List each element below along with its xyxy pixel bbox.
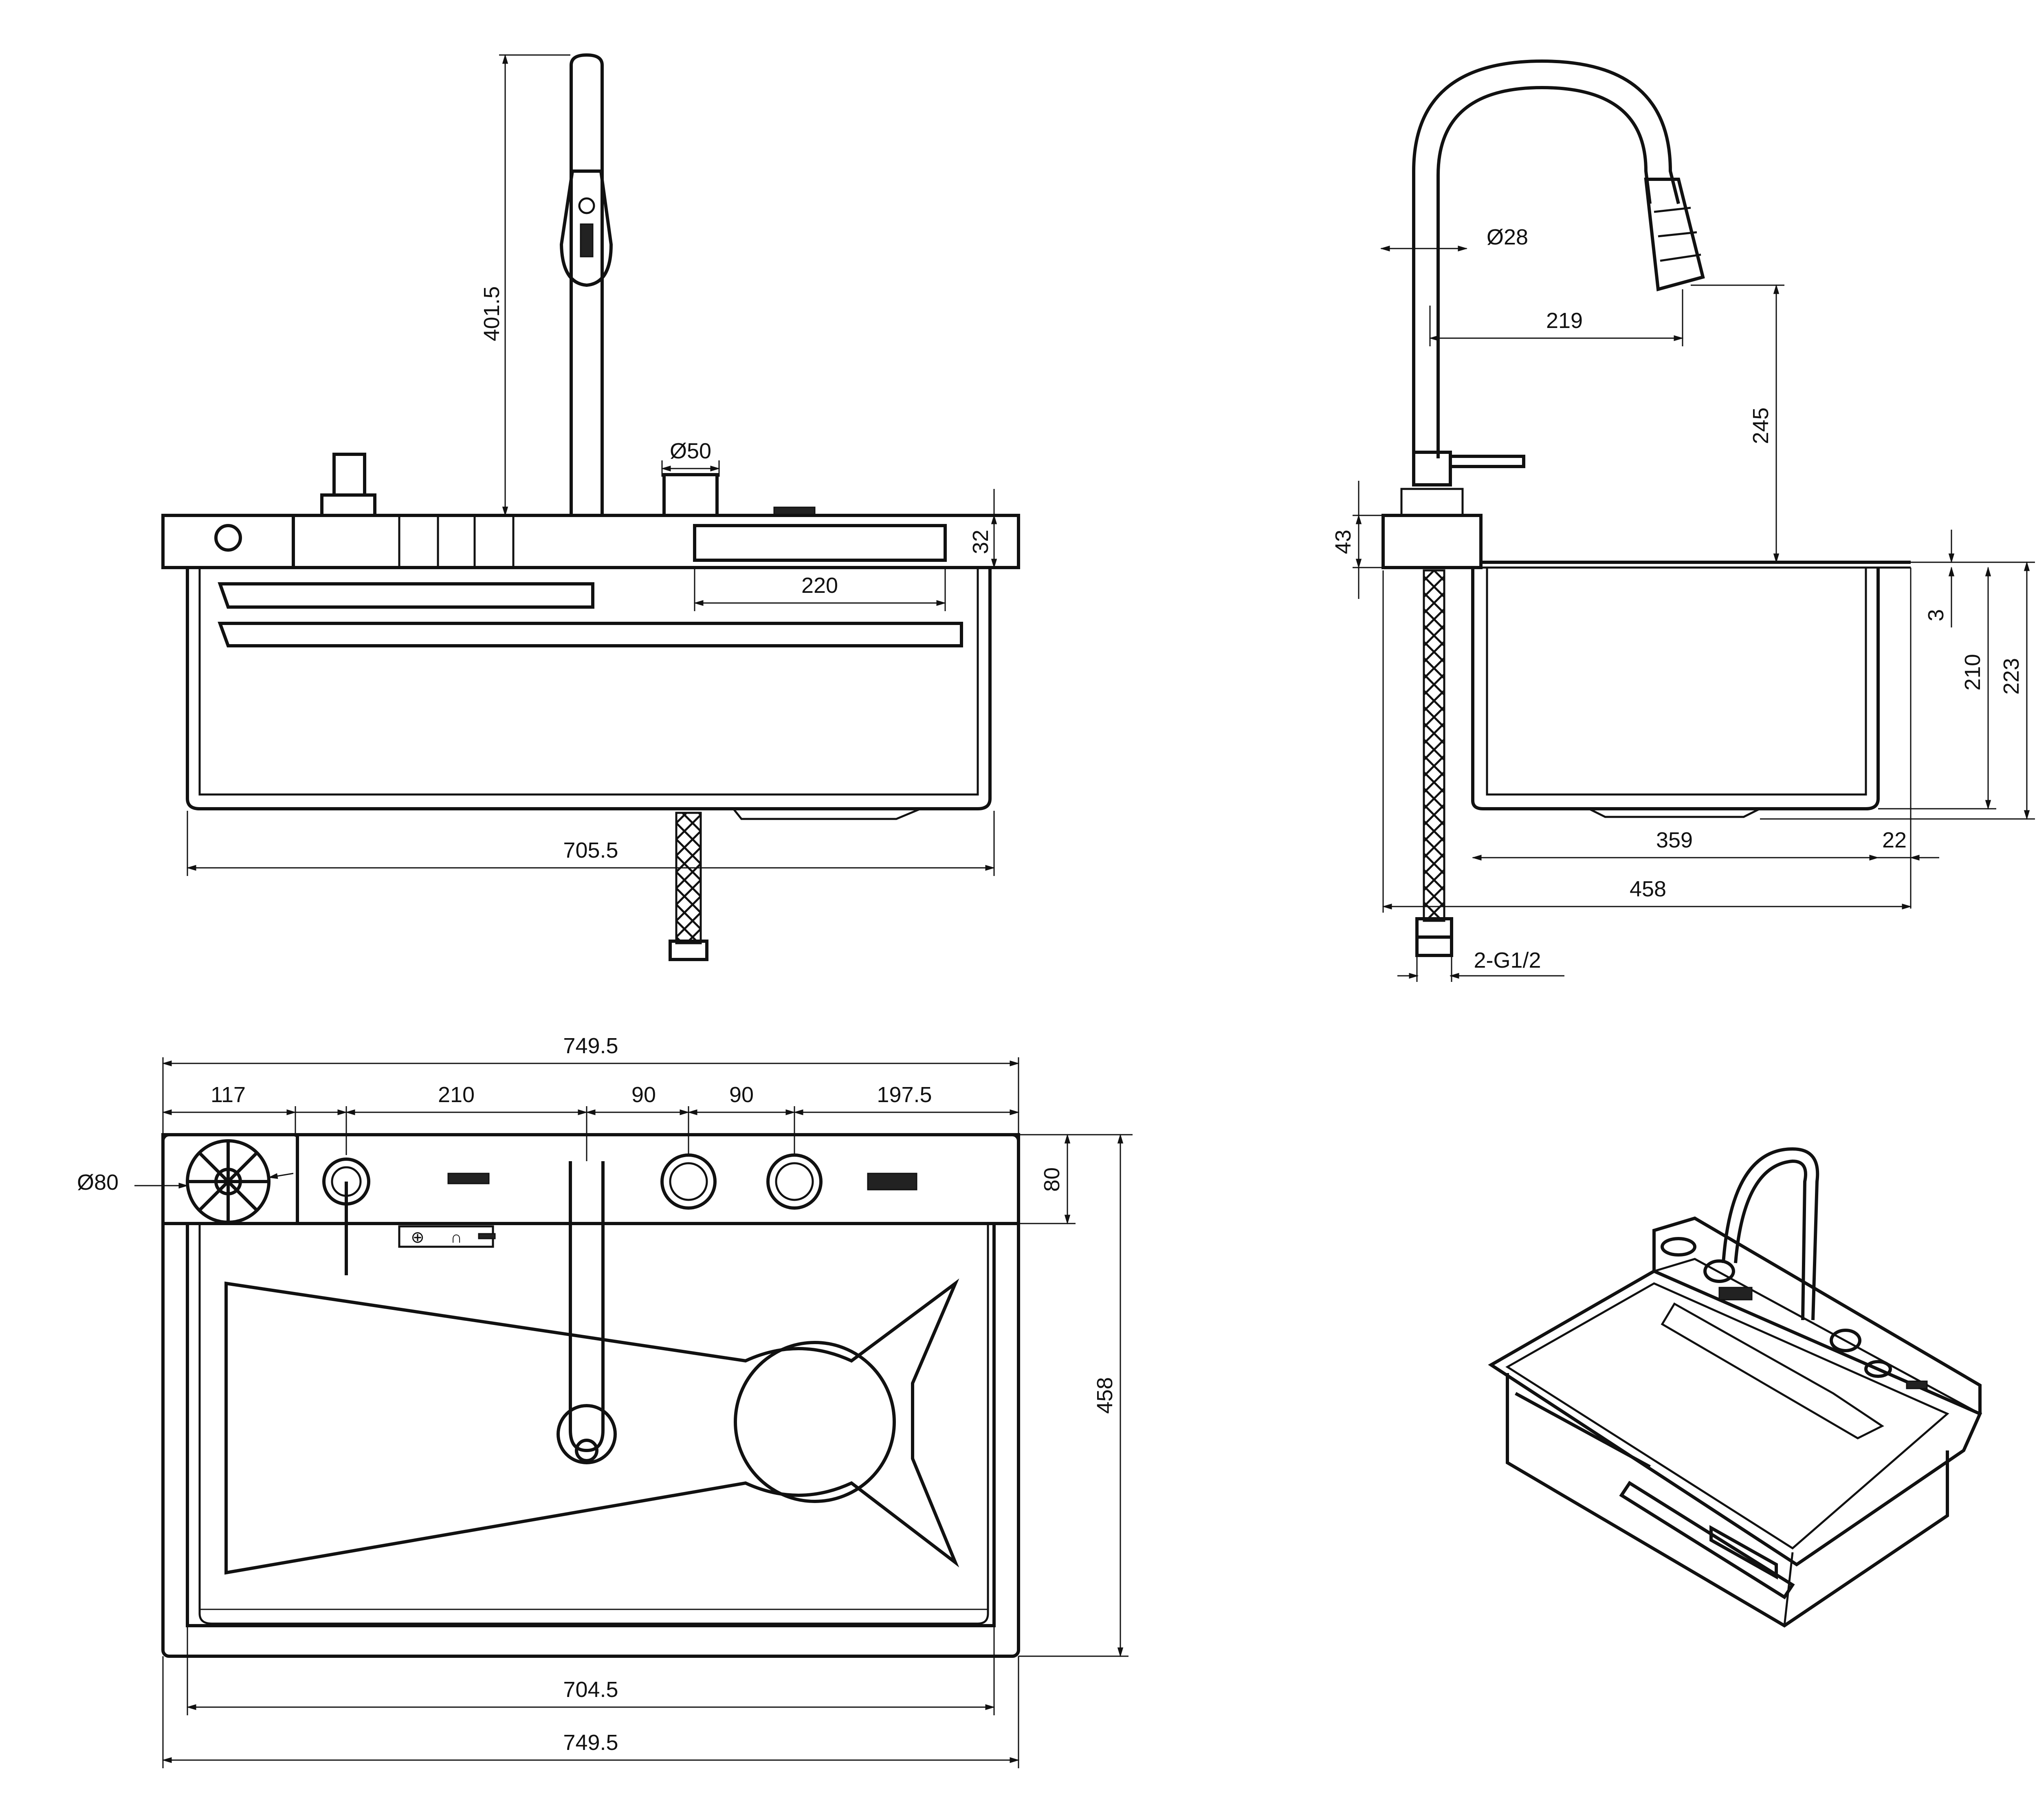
upper-slot (218, 582, 594, 609)
dim-bowl-width: 704.5 (563, 1677, 618, 1702)
lower-slot (218, 622, 963, 647)
faucet-button-icon (578, 197, 595, 214)
dim-bottom-overall-width: 749.5 (563, 1730, 618, 1755)
cup-washer-icon (214, 524, 242, 552)
faucet-arc-outer (1412, 59, 1680, 458)
faucet-body (570, 53, 604, 515)
power-icon: ∩ (451, 1228, 462, 1246)
faucet-top (569, 1161, 605, 1452)
dim-faucet-height: 401.5 (480, 286, 504, 341)
soap-dispenser-base (320, 493, 376, 517)
add-icon: ⊕ (411, 1228, 425, 1246)
dim-connection: 2-G1/2 (1474, 948, 1541, 973)
dim-deck-height: 43 (1331, 530, 1355, 554)
soap-dispenser (332, 453, 366, 497)
iso-rim (1488, 1269, 1982, 1567)
iso-drainboard-edge (1619, 1481, 1795, 1600)
iso-deck (1652, 1216, 1982, 1414)
dim-panel-depth: 80 (1040, 1167, 1064, 1192)
dim-panel-height: 32 (968, 530, 993, 554)
dim-seg-210: 210 (438, 1083, 475, 1107)
drain-connector (669, 940, 708, 961)
side-hose (1423, 569, 1445, 922)
iso-faucet (1722, 1147, 1819, 1320)
side-bowl (1471, 568, 1880, 810)
iso-buttons (1718, 1287, 1753, 1301)
dim-cup-dia: Ø80 (77, 1170, 119, 1195)
dim-seg-90a: 90 (631, 1083, 656, 1107)
dim-overall-width: 705.5 (563, 838, 618, 863)
side-view: Ø28 219 245 43 3 210 223 359 22 458 (1331, 59, 2035, 982)
dim-spout-height: 245 (1749, 407, 1773, 444)
brand-logo (447, 1173, 490, 1184)
dim-seg-117: 117 (211, 1083, 246, 1107)
dim-top-overall-depth: 458 (1093, 1377, 1117, 1414)
dim-panel-width: 220 (801, 573, 838, 598)
display-icon (867, 1173, 917, 1191)
front-view: 401.5 Ø50 32 220 705.5 (161, 53, 1020, 961)
minus-icon (478, 1233, 496, 1239)
dim-seg-197: 197.5 (877, 1083, 932, 1107)
dim-seg-90b: 90 (729, 1083, 754, 1107)
button-knob (662, 473, 719, 517)
dim-button-dia: Ø50 (670, 439, 711, 463)
drain-hose (675, 812, 702, 944)
faucet-lever (580, 223, 594, 257)
dim-bowl-length: 359 (1656, 828, 1693, 852)
led-panel (693, 524, 947, 562)
iso-view (1488, 1147, 1982, 1628)
iso-knob (1830, 1329, 1861, 1352)
dim-overall-length: 458 (1630, 877, 1666, 901)
dim-top-overall-width: 749.5 (563, 1034, 618, 1058)
iso-bowl (1506, 1373, 1949, 1628)
spray-head (1644, 178, 1705, 292)
faucet-head (559, 169, 613, 287)
dim-lip: 3 (1924, 609, 1948, 621)
iso-led-panel (1661, 1302, 1884, 1439)
dim-pipe-dia: Ø28 (1487, 225, 1528, 249)
drain-top (734, 1341, 896, 1503)
side-deck (1381, 514, 1483, 569)
dim-reach: 219 (1546, 308, 1583, 333)
button-cluster (398, 514, 515, 569)
side-lever (1450, 455, 1525, 468)
bowl-outline (186, 568, 992, 810)
dim-overall-depth: 223 (1999, 658, 2024, 695)
dim-rim: 22 (1882, 828, 1907, 852)
top-view: ⊕ ∩ 749.5 117 210 90 (77, 1034, 1133, 1768)
cup-washer-box (161, 514, 295, 569)
drainboard (224, 1278, 959, 1575)
dim-bowl-depth: 210 (1960, 654, 1985, 691)
